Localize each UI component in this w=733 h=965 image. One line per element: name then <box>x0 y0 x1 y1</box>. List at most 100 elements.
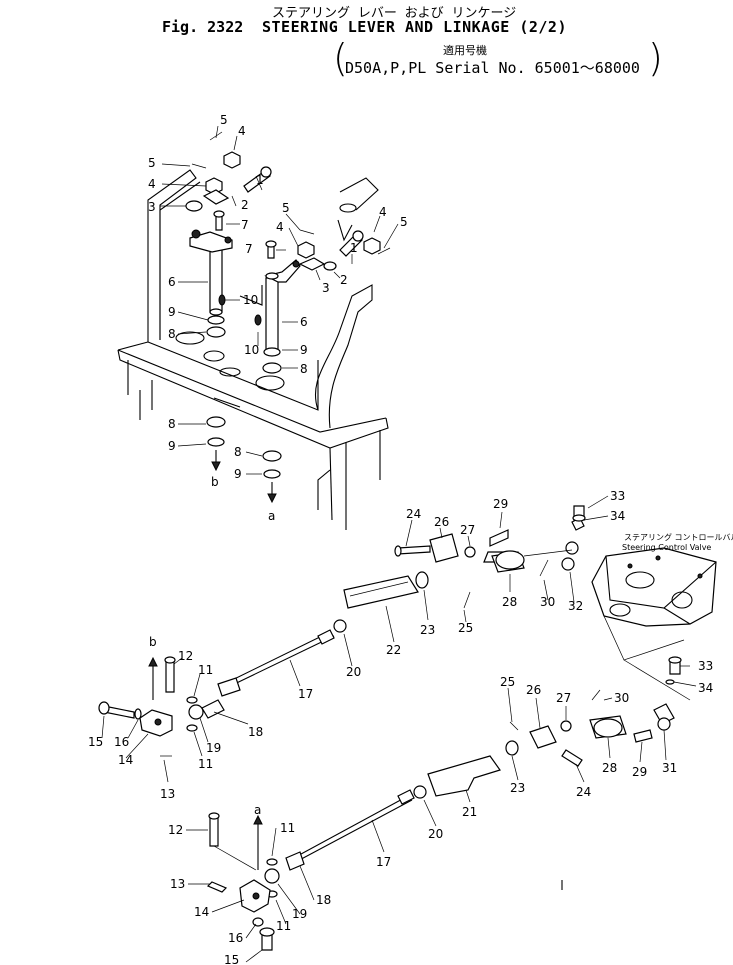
callout-15: 15 <box>224 953 239 965</box>
callout-27: 27 <box>556 691 571 705</box>
callout-3: 3 <box>148 200 156 214</box>
callout-12: 12 <box>168 823 183 837</box>
callout-19: 19 <box>206 741 221 755</box>
callout-27: 27 <box>460 523 475 537</box>
callout-16: 16 <box>228 931 243 945</box>
callout-9: 9 <box>168 439 176 453</box>
callout-13: 13 <box>160 787 175 801</box>
callout-5: 5 <box>400 215 408 229</box>
lever-bushings <box>206 315 282 504</box>
callout-28: 28 <box>602 761 617 775</box>
callout-34: 34 <box>610 509 625 523</box>
callout-12: 12 <box>178 649 193 663</box>
serial-range: D50A,P,PL Serial No. 65001～68000 <box>345 59 640 77</box>
callout-10: 10 <box>244 343 259 357</box>
callout-8: 8 <box>234 445 242 459</box>
callout-1: 1 <box>256 173 264 187</box>
callout-23: 23 <box>420 623 435 637</box>
callout-34: 34 <box>698 681 713 695</box>
figure-number: Fig. 2322 <box>162 18 244 36</box>
linkage-callouts: 24 26 27 29 33 34 28 30 32 23 25 22 20 1… <box>88 489 713 965</box>
valve-label-jp: ステアリング コントロールバルブ <box>624 532 733 542</box>
left-steering-lever <box>189 229 233 316</box>
arrow-label-a-lower: a <box>254 803 261 817</box>
callout-23: 23 <box>510 781 525 795</box>
callout-9: 9 <box>168 305 176 319</box>
callout-11: 11 <box>198 663 213 677</box>
diagram-title: STEERING LEVER AND LINKAGE (2/2) <box>262 18 567 36</box>
callout-26: 26 <box>434 515 449 529</box>
callout-29: 29 <box>493 497 508 511</box>
applicability-label-jp: 適用号機 <box>443 44 487 57</box>
callout-1: 1 <box>350 241 358 255</box>
callout-6: 6 <box>300 315 308 329</box>
callout-14: 14 <box>194 905 209 919</box>
callout-11: 11 <box>280 821 295 835</box>
callout-4: 4 <box>276 220 284 234</box>
callout-15: 15 <box>88 735 103 749</box>
callout-21: 21 <box>462 805 477 819</box>
callout-8: 8 <box>300 362 308 376</box>
callout-19: 19 <box>292 907 307 921</box>
callout-4: 4 <box>148 177 156 191</box>
lower-linkage <box>206 656 682 951</box>
steering-control-valve <box>591 547 717 701</box>
callout-26: 26 <box>526 683 541 697</box>
callout-11: 11 <box>276 919 291 933</box>
callout-6: 6 <box>168 275 176 289</box>
top-right-fasteners <box>218 229 391 326</box>
callout-5: 5 <box>282 201 290 215</box>
callout-13: 13 <box>170 877 185 891</box>
callout-20: 20 <box>346 665 361 679</box>
callout-20: 20 <box>428 827 443 841</box>
right-bracket: ) <box>648 36 663 80</box>
callout-5: 5 <box>148 156 156 170</box>
callout-24: 24 <box>576 785 591 799</box>
left-bracket: ( <box>333 36 348 80</box>
callout-10: 10 <box>243 293 258 307</box>
steering-console-frame <box>117 169 389 530</box>
callout-16: 16 <box>114 735 129 749</box>
callout-33: 33 <box>610 489 625 503</box>
callout-24: 24 <box>406 507 421 521</box>
callout-30: 30 <box>540 595 555 609</box>
valve-label-en: Steering Control Valve <box>622 543 711 552</box>
top-callouts: 5 4 5 4 1 3 2 7 7 5 4 4 5 1 2 3 6 10 9 8… <box>148 113 408 481</box>
callout-8: 8 <box>168 417 176 431</box>
callout-14: 14 <box>118 753 133 767</box>
callout-25: 25 <box>458 621 473 635</box>
callout-17: 17 <box>376 855 391 869</box>
callout-28: 28 <box>502 595 517 609</box>
callout-2: 2 <box>241 198 249 212</box>
callout-4: 4 <box>238 124 246 138</box>
callout-3: 3 <box>322 281 330 295</box>
callout-4: 4 <box>379 205 387 219</box>
japanese-title: ステアリング レバー および リンケージ <box>272 6 517 21</box>
callout-18: 18 <box>316 893 331 907</box>
callout-8: 8 <box>168 327 176 341</box>
callout-11: 11 <box>198 757 213 771</box>
callout-7: 7 <box>241 218 249 232</box>
callout-30: 30 <box>614 691 629 705</box>
callout-25: 25 <box>500 675 515 689</box>
leader-lines <box>101 125 697 963</box>
arrow-label-b-lower: b <box>149 635 157 649</box>
callout-18: 18 <box>248 725 263 739</box>
callout-33: 33 <box>698 659 713 673</box>
arrow-label-a-top: a <box>268 509 275 523</box>
callout-9: 9 <box>300 343 308 357</box>
callout-22: 22 <box>386 643 401 657</box>
arrow-label-b-top: b <box>211 475 219 489</box>
callout-9: 9 <box>234 467 242 481</box>
upper-linkage <box>98 505 586 757</box>
callout-7: 7 <box>245 242 253 256</box>
callout-29: 29 <box>632 765 647 779</box>
callout-2: 2 <box>340 273 348 287</box>
callout-5: 5 <box>220 113 228 127</box>
callout-17: 17 <box>298 687 313 701</box>
right-steering-lever <box>264 259 301 351</box>
callout-31: 31 <box>662 761 677 775</box>
callout-32: 32 <box>568 599 583 613</box>
